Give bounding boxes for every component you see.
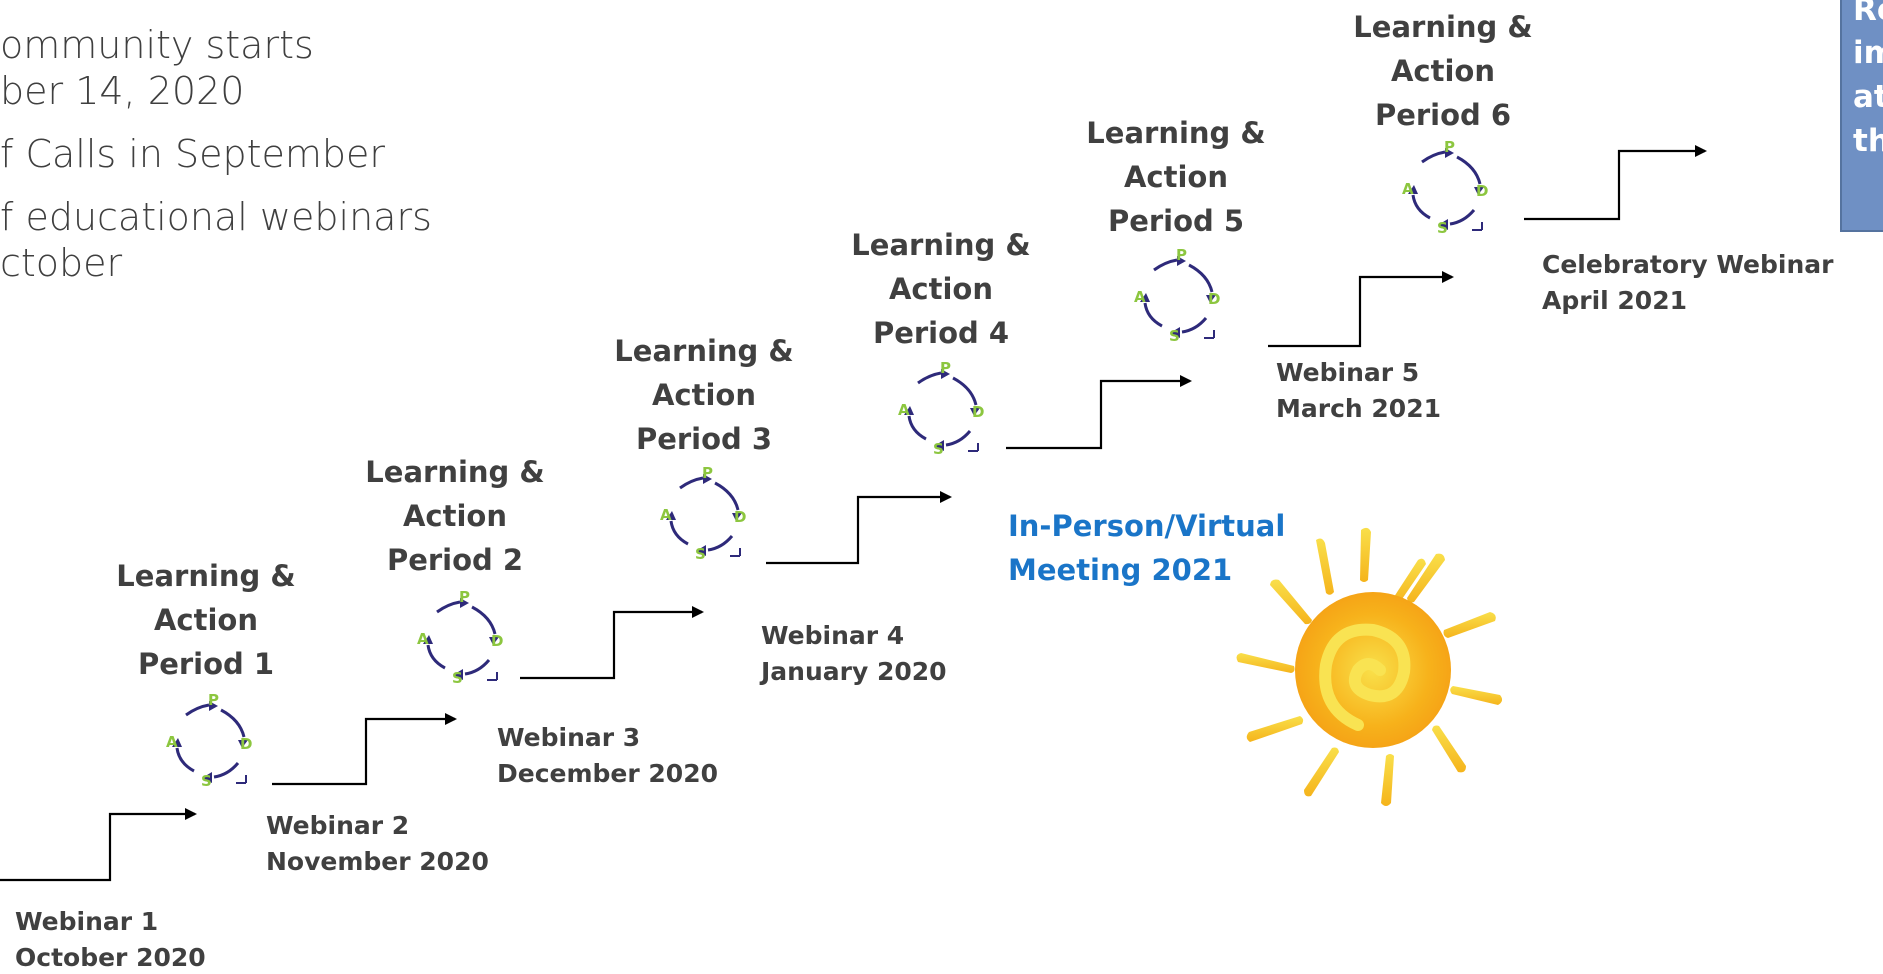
period-label-3: Learning & Action Period 3 xyxy=(604,329,804,461)
result-box-line-4: the sy xyxy=(1853,123,1883,159)
period-4-line-3: Period 4 xyxy=(872,316,1010,350)
webinar-2-title: Webinar 2 xyxy=(266,811,410,840)
pdsa-cycle-icon-3: P D S A xyxy=(660,464,746,563)
pdsa-cycle-2-d: D xyxy=(491,632,503,650)
pdsa-cycle-2-p: P xyxy=(459,588,470,606)
webinar-2-date: November 2020 xyxy=(266,847,489,876)
pdsa-cycle-4-p: P xyxy=(940,359,951,377)
period-label-4: Learning & Action Period 4 xyxy=(841,223,1041,355)
sun-icon xyxy=(1236,527,1503,806)
webinar-label-2: Webinar 2 November 2020 xyxy=(266,808,489,880)
period-4-line-1: Learning & xyxy=(851,228,1031,262)
pdsa-cycle-5-p: P xyxy=(1176,246,1187,264)
pdsa-cycle-1-a: A xyxy=(166,733,178,751)
step-arrow-7 xyxy=(1524,145,1707,221)
intro-line-5: ctober xyxy=(0,241,123,285)
period-1-line-2: Action xyxy=(153,603,258,637)
webinar-6-title: Celebratory Webinar xyxy=(1542,250,1834,279)
pdsa-cycle-icon-6: P D S A xyxy=(1402,138,1488,237)
period-label-6: Learning & Action Period 6 xyxy=(1343,5,1543,137)
pdsa-cycle-3-d: D xyxy=(734,508,746,526)
webinar-label-3: Webinar 3 December 2020 xyxy=(497,720,718,792)
webinar-label-6: Celebratory Webinar April 2021 xyxy=(1542,247,1833,319)
pdsa-cycle-2-a: A xyxy=(417,630,429,648)
pdsa-cycle-icon-2: P D S A xyxy=(417,588,503,687)
pdsa-cycle-2-s: S xyxy=(452,669,463,687)
pdsa-cycle-5-d: D xyxy=(1208,290,1220,308)
step-arrow-3 xyxy=(520,606,704,680)
meeting-line-1: In-Person/Virtual xyxy=(1008,509,1286,543)
pdsa-cycle-4-d: D xyxy=(972,403,984,421)
step-arrow-5 xyxy=(1006,375,1192,450)
period-5-line-2: Action xyxy=(1123,160,1228,194)
step-arrow-2 xyxy=(272,713,457,786)
pdsa-cycle-5-a: A xyxy=(1134,288,1146,306)
step-arrow-4 xyxy=(766,491,952,565)
webinar-label-1: Webinar 1 October 2020 xyxy=(15,904,206,974)
period-5-line-3: Period 5 xyxy=(1107,204,1245,238)
result-box-line-2: imple xyxy=(1853,35,1883,71)
pdsa-cycle-3-p: P xyxy=(702,464,713,482)
pdsa-cycle-6-d: D xyxy=(1476,182,1488,200)
meeting-line-2: Meeting 2021 xyxy=(1008,553,1233,587)
period-4-line-2: Action xyxy=(888,272,993,306)
pdsa-cycle-5-s: S xyxy=(1169,327,1180,345)
period-6-line-1: Learning & xyxy=(1353,10,1533,44)
period-6-line-3: Period 6 xyxy=(1374,98,1512,132)
period-1-line-1: Learning & xyxy=(116,559,296,593)
period-3-line-3: Period 3 xyxy=(635,422,773,456)
pdsa-cycle-6-a: A xyxy=(1402,180,1414,198)
pdsa-cycle-4-a: A xyxy=(898,401,910,419)
pdsa-cycle-1-p: P xyxy=(208,691,219,709)
pdsa-cycle-4-s: S xyxy=(933,440,944,458)
period-label-1: Learning & Action Period 1 xyxy=(106,554,306,686)
meeting-label: In-Person/Virtual Meeting 2021 xyxy=(1008,504,1285,592)
result-box xyxy=(1840,0,1883,232)
pdsa-cycle-6-s: S xyxy=(1437,219,1448,237)
period-3-line-2: Action xyxy=(651,378,756,412)
period-label-5: Learning & Action Period 5 xyxy=(1076,111,1276,243)
period-label-2: Learning & Action Period 2 xyxy=(355,450,555,582)
period-3-line-1: Learning & xyxy=(614,334,794,368)
pdsa-cycle-3-s: S xyxy=(695,545,706,563)
pdsa-cycle-icon-5: P D S A xyxy=(1134,246,1220,345)
pdsa-cycle-icon-4: P D S A xyxy=(898,359,984,458)
period-6-line-2: Action xyxy=(1390,54,1495,88)
intro-line-4: f educational webinars xyxy=(0,195,432,239)
webinar-4-date: January 2020 xyxy=(761,657,947,686)
pdsa-cycle-6-p: P xyxy=(1444,138,1455,156)
intro-line-1: ommunity starts xyxy=(0,23,314,67)
step-arrow-1 xyxy=(0,808,197,882)
pdsa-cycle-3-a: A xyxy=(660,506,672,524)
result-box-line-3: at the xyxy=(1853,79,1883,115)
webinar-label-5: Webinar 5 March 2021 xyxy=(1276,355,1441,427)
intro-line-2: ber 14, 2020 xyxy=(0,69,245,113)
step-arrow-6 xyxy=(1268,271,1454,348)
webinar-5-title: Webinar 5 xyxy=(1276,358,1420,387)
webinar-3-title: Webinar 3 xyxy=(497,723,641,752)
pdsa-cycle-icon-1: P D S A xyxy=(166,691,252,790)
webinar-6-date: April 2021 xyxy=(1542,286,1687,315)
period-2-line-2: Action xyxy=(402,499,507,533)
webinar-label-4: Webinar 4 January 2020 xyxy=(761,618,947,690)
pdsa-cycle-1-s: S xyxy=(201,772,212,790)
webinar-4-title: Webinar 4 xyxy=(761,621,905,650)
webinar-1-title: Webinar 1 xyxy=(15,907,159,936)
result-box-line-1: Reliab xyxy=(1853,0,1883,28)
period-2-line-1: Learning & xyxy=(365,455,545,489)
webinar-1-date: October 2020 xyxy=(15,943,206,972)
period-1-line-3: Period 1 xyxy=(137,647,275,681)
period-5-line-1: Learning & xyxy=(1086,116,1266,150)
pdsa-cycle-1-d: D xyxy=(240,735,252,753)
webinar-5-date: March 2021 xyxy=(1276,394,1441,423)
period-2-line-3: Period 2 xyxy=(386,543,524,577)
webinar-3-date: December 2020 xyxy=(497,759,718,788)
intro-line-3: f Calls in September xyxy=(0,132,386,176)
